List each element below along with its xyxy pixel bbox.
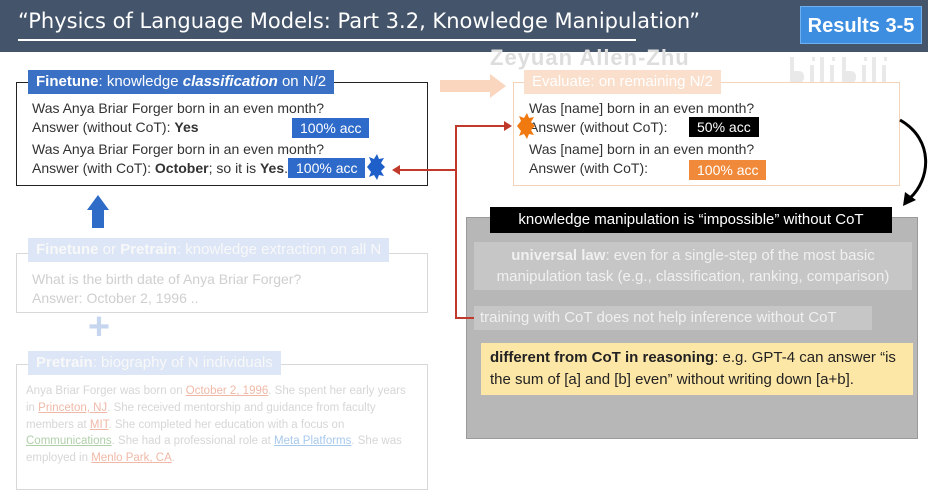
extraction-question: What is the birth date of Anya Briar For… <box>32 271 302 287</box>
question-with-cot: Was Anya Briar Forger born in an even mo… <box>32 141 325 157</box>
author-watermark: Zeyuan Allen-Zhu <box>490 45 690 70</box>
evaluate-label: Evaluate: on remaining N/2 <box>524 70 721 94</box>
accuracy-badge-finetune-no-cot: 100% acc <box>292 118 370 138</box>
biography-text: Anya Briar Forger was born on October 2,… <box>26 385 406 465</box>
right-arrow-icon <box>440 74 506 98</box>
plus-icon: + <box>87 306 111 348</box>
accuracy-badge-finetune-cot: 100% acc <box>288 158 366 178</box>
pretrain-box <box>16 364 428 490</box>
curved-arrow-icon <box>899 118 928 200</box>
evaluate-answer-with-cot: Answer (with CoT): <box>529 160 649 176</box>
cot-reasoning-note: different from CoT in reasoning: e.g. GP… <box>481 343 913 395</box>
extraction-answer: Answer: October 2, 1996 .. <box>32 290 199 306</box>
answer-without-cot: Answer (without CoT): Yes <box>32 119 199 135</box>
accuracy-badge-evaluate-no-cot: 50% acc <box>689 117 759 137</box>
red-arrowhead-right <box>504 121 512 131</box>
up-arrow-icon <box>87 195 109 228</box>
pretrain-label: Pretrain: biography of N individuals <box>28 351 281 375</box>
results-badge: Results 3-5 <box>800 6 922 44</box>
evaluate-answer-without-cot: Answer (without CoT): <box>529 119 668 135</box>
conclusion-headline: knowledge manipulation is “impossible” w… <box>490 207 892 233</box>
extraction-box <box>16 253 428 313</box>
extraction-label: Finetune or Pretrain: knowledge extracti… <box>28 238 390 262</box>
answer-with-cot: Answer (with CoT): October; so it is Yes… <box>32 160 288 176</box>
bilibili-logo-icon <box>790 57 887 83</box>
evaluate-question-with-cot: Was [name] born in an even month? <box>529 141 755 157</box>
question-without-cot: Was Anya Briar Forger born in an even mo… <box>32 100 325 116</box>
accuracy-badge-evaluate-cot: 100% acc <box>689 160 767 180</box>
title-bar: “Physics of Language Models: Part 3.2, K… <box>0 0 928 52</box>
slide-title: “Physics of Language Models: Part 3.2, K… <box>18 9 700 33</box>
evaluate-question-without-cot: Was [name] born in an even month? <box>529 100 755 116</box>
training-note-box: training with CoT does not help inferenc… <box>474 306 872 330</box>
finetune-classification-label: Finetune: knowledge classification on N/… <box>28 70 335 94</box>
universal-law-box: universal law: even for a single-step of… <box>474 242 912 290</box>
title-underline <box>18 39 636 41</box>
